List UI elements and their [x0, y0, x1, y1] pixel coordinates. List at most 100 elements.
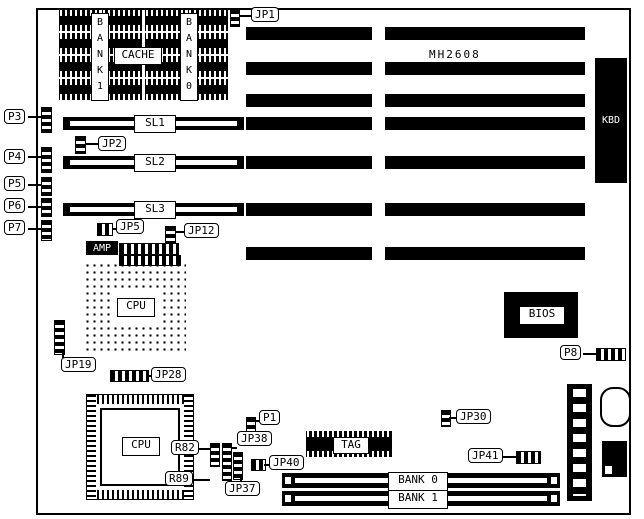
p5-callout: P5: [4, 176, 26, 191]
jp2-pointer-line: [86, 143, 98, 145]
resistor-array: [119, 243, 179, 255]
p3-callout: P3: [4, 109, 26, 124]
r82-pointer-line: [199, 448, 210, 450]
p6-connector: [41, 198, 52, 217]
jp1-callout: JP1: [251, 7, 279, 22]
kbd-connector: KBD: [595, 58, 627, 183]
jp28-pointer-line: [147, 375, 151, 377]
expansion-slot-bar: [385, 94, 585, 107]
p6-pointer-line: [28, 206, 42, 208]
amp-label: AMP: [86, 241, 118, 255]
bank1-label: BANK1: [91, 13, 109, 101]
dip-chip: [102, 79, 142, 100]
cpu-qfp-label: CPU: [122, 437, 160, 456]
jp28-callout: JP28: [151, 367, 186, 382]
p8-connector: [596, 348, 626, 361]
bank0-label: BANK0: [180, 13, 198, 101]
jp41-jumper: [516, 451, 541, 464]
p4-callout: P4: [4, 149, 26, 164]
qfp-pins-bottom: [87, 490, 193, 499]
simm-bank0-label: BANK 0: [388, 472, 448, 491]
p4-pointer-line: [28, 156, 42, 158]
jp38-pointer-line: [231, 447, 237, 449]
dip-chip: [188, 10, 228, 31]
jp37-callout: JP37: [225, 481, 260, 496]
expansion-slot-bar: [246, 117, 372, 130]
expansion-slot-bar: [385, 247, 585, 260]
dip-chip: [102, 10, 142, 31]
p5-connector: [41, 177, 52, 196]
p1-callout: P1: [259, 410, 281, 425]
expansion-slot-bar: [385, 117, 585, 130]
dip-chip: [59, 79, 99, 100]
dip-chip: [188, 56, 228, 77]
jp40-pointer-line: [264, 464, 269, 466]
resistor-array: [119, 255, 181, 266]
sl3-label: SL3: [134, 201, 176, 219]
r82-callout: R82: [171, 440, 199, 455]
jp19-pointer-line: [62, 353, 64, 358]
dip-chip: [188, 79, 228, 100]
sl2-label: SL2: [134, 154, 176, 172]
jp12-callout: JP12: [184, 223, 219, 238]
jp28-jumper: [110, 370, 149, 382]
simm-bank1-label: BANK 1: [388, 490, 448, 509]
jp5-pointer-line: [112, 228, 116, 230]
r89-component: [222, 443, 232, 481]
jp2-jumper: [75, 136, 86, 154]
expansion-slot-bar: [246, 27, 372, 40]
cpu-socket-label: CPU: [117, 298, 155, 317]
power-connector: [567, 384, 592, 501]
expansion-slot-bar: [385, 62, 585, 75]
tag-label: TAG: [333, 437, 369, 454]
p7-pointer-line: [28, 228, 42, 230]
jp38-callout: JP38: [237, 431, 272, 446]
p7-callout: P7: [4, 220, 26, 235]
expansion-slot-bar: [385, 203, 585, 216]
p6-callout: P6: [4, 198, 26, 213]
expansion-slot-bar: [385, 156, 585, 169]
qfp-pins-top: [87, 395, 193, 404]
expansion-slot-bar: [246, 62, 372, 75]
r89-pointer-line: [193, 479, 210, 481]
jp30-pointer-line: [449, 417, 456, 419]
jp1-pointer-line: [239, 15, 251, 17]
sl1-label: SL1: [134, 115, 176, 133]
p3-pointer-line: [28, 116, 42, 118]
jp41-pointer-line: [503, 456, 516, 458]
jp37-pointer-line: [240, 478, 242, 482]
jp5-jumper: [97, 223, 113, 236]
expansion-slot-bar: [246, 156, 372, 169]
jp19-callout: JP19: [61, 357, 96, 372]
jp1-jumper: [230, 9, 240, 27]
bios-label: BIOS: [519, 306, 565, 325]
jp5-callout: JP5: [116, 219, 144, 234]
jp37-jumper: [233, 452, 243, 480]
r89-callout: R89: [165, 471, 193, 486]
p4-connector: [41, 147, 52, 173]
aux-connector: [602, 441, 627, 477]
din-connector: [600, 387, 631, 427]
qfp-pins-left: [87, 395, 96, 499]
aux-connector-notch: [605, 466, 612, 474]
jp30-callout: JP30: [456, 409, 491, 424]
board-model-label: MH2608: [429, 48, 481, 61]
p7-connector: [41, 220, 52, 241]
dip-chip: [59, 56, 99, 77]
p8-callout: P8: [560, 345, 582, 360]
p1-pointer-line: [254, 420, 260, 422]
dip-chip: [59, 10, 99, 31]
cache-label: CACHE: [114, 47, 162, 65]
dip-chip: [59, 33, 99, 54]
dip-chip: [188, 33, 228, 54]
jp2-callout: JP2: [98, 136, 126, 151]
jp19-jumper: [54, 320, 65, 355]
dip-chip: [145, 10, 185, 31]
jp40-callout: JP40: [269, 455, 304, 470]
dip-chip: [145, 79, 185, 100]
r82-component: [210, 443, 220, 467]
expansion-slot-bar: [246, 203, 372, 216]
p8-pointer-line: [583, 353, 596, 355]
p5-pointer-line: [28, 184, 42, 186]
